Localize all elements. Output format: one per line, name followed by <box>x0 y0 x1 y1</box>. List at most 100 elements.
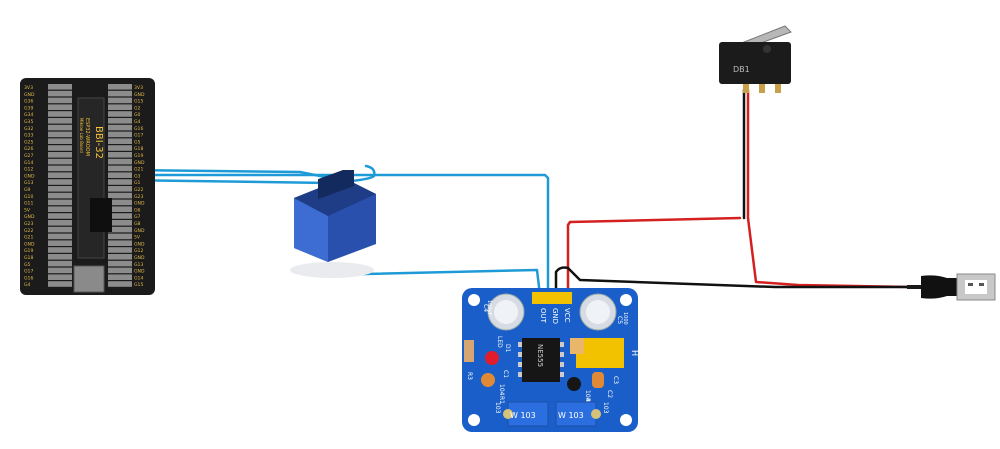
pin-label-left: G14 <box>24 160 33 166</box>
d1-label: D1 <box>504 344 511 353</box>
terminal-right <box>108 213 132 219</box>
pin-label-right: G4 <box>134 119 141 125</box>
res-right-label: 103 <box>602 402 609 414</box>
pin-label-left: G36 <box>24 99 33 105</box>
terminal-left <box>48 90 72 97</box>
pin-label-right: G7 <box>134 214 141 220</box>
pin-label-right: G8 <box>134 221 141 227</box>
terminal-left <box>48 138 72 144</box>
usb-connector-on-board <box>73 265 105 293</box>
pin-label-right: G18 <box>134 146 143 152</box>
terminal-right <box>108 124 132 131</box>
pin-label-right: G13 <box>134 262 143 268</box>
c1-label: C1 <box>502 370 509 378</box>
pin-label-left: G16 <box>24 275 33 281</box>
terminal-right <box>108 145 132 151</box>
relay <box>290 170 376 278</box>
terminal-left <box>48 111 72 117</box>
jumper-label: H <box>630 350 639 356</box>
pin-label-right: G17 <box>134 133 143 139</box>
terminal-right <box>108 260 132 267</box>
esp32-chip <box>90 198 112 232</box>
terminal-left <box>48 179 72 185</box>
pin-label-left: G25 <box>24 139 33 145</box>
pot-right-label: W 103 <box>558 411 584 420</box>
pin-label-right: GND <box>134 269 145 275</box>
pin-label-left: GND <box>24 173 35 179</box>
terminal-right <box>108 226 132 233</box>
pin-label-left: G32 <box>24 126 33 132</box>
pin-label-right: GND <box>134 201 145 207</box>
pin-label-left: G34 <box>24 112 33 118</box>
terminal-left <box>48 165 72 172</box>
esp32-board-subtitle: ESP32-WROOM <box>84 118 90 156</box>
pin-label-left: G12 <box>24 167 33 173</box>
pin-label-right: G1 <box>134 180 141 186</box>
terminal-left <box>48 254 72 260</box>
pin-label-left: G21 <box>24 235 33 241</box>
terminal-right <box>108 254 132 260</box>
timer-header <box>532 292 572 304</box>
pin-label-right: G19 <box>134 153 143 159</box>
pin-label-left: G22 <box>24 228 33 234</box>
terminal-left <box>48 226 72 233</box>
cap-104-left: 104 <box>498 384 505 396</box>
terminal-left <box>48 213 72 219</box>
c4-label: C4 <box>482 304 489 312</box>
pin-label-left: GND <box>24 214 35 220</box>
terminal-right <box>108 220 132 226</box>
pin-label-left: G26 <box>24 146 33 152</box>
usb-plug <box>907 273 996 301</box>
pin-label-right: G21 <box>134 167 143 173</box>
wire-red-switch-to-usb <box>746 216 912 289</box>
c2-label: C2 <box>606 390 613 398</box>
relay-body-top <box>294 178 376 216</box>
terminal-right <box>108 138 132 144</box>
pin-label-right: GND <box>134 92 145 98</box>
terminal-right <box>108 172 132 178</box>
terminal-right <box>108 240 132 246</box>
terminal-left <box>48 84 72 90</box>
pin-gnd-label: GND <box>551 308 559 324</box>
ic-ne555 <box>522 338 560 382</box>
pin-label-left: 3V3 <box>24 85 33 91</box>
resistor-r3 <box>464 340 474 362</box>
capacitor-c3 <box>592 372 604 388</box>
pot-right <box>555 401 597 427</box>
terminal-left <box>48 104 72 110</box>
terminal-left <box>48 233 72 240</box>
terminal-right <box>108 111 132 117</box>
pin-label-right: GND <box>134 228 145 234</box>
pin-label-left: G18 <box>24 255 33 261</box>
pot-left <box>507 401 549 427</box>
esp32-board-name: BBI-32 <box>93 126 104 159</box>
pin-label-left: G39 <box>24 105 33 111</box>
terminal-left <box>48 247 72 253</box>
terminal-right <box>108 206 132 212</box>
terminal-right <box>108 281 132 287</box>
terminal-right <box>108 267 132 274</box>
pin-label-right: G12 <box>134 248 143 254</box>
terminal-left <box>48 260 72 267</box>
pin-label-right: G0 <box>134 112 141 118</box>
terminal-right <box>108 118 132 124</box>
terminal-left <box>48 131 72 138</box>
terminal-left <box>48 124 72 131</box>
timer-board: OUT GND VCC C4 100uF C5 1000 LED D1 R3 N… <box>462 288 639 432</box>
terminal-right <box>108 152 132 158</box>
pin-label-right: G14 <box>134 275 143 281</box>
terminal-left <box>48 145 72 151</box>
pin-label-left: G5 <box>24 262 31 268</box>
led-label: LED <box>496 336 503 348</box>
terminal-right <box>108 131 132 138</box>
pin-label-right: G15 <box>134 282 143 288</box>
pin-label-left: GND <box>24 92 35 98</box>
capacitor-c2 <box>567 377 581 391</box>
pin-label-left: G23 <box>24 221 33 227</box>
pin-label-right: G15 <box>134 99 143 105</box>
pin-label-right: GND <box>134 255 145 261</box>
res-left-label: 103 <box>494 402 501 414</box>
pot-left-label: W 103 <box>510 411 536 420</box>
pin-label-right: GND <box>134 241 145 247</box>
terminal-right <box>108 247 132 253</box>
